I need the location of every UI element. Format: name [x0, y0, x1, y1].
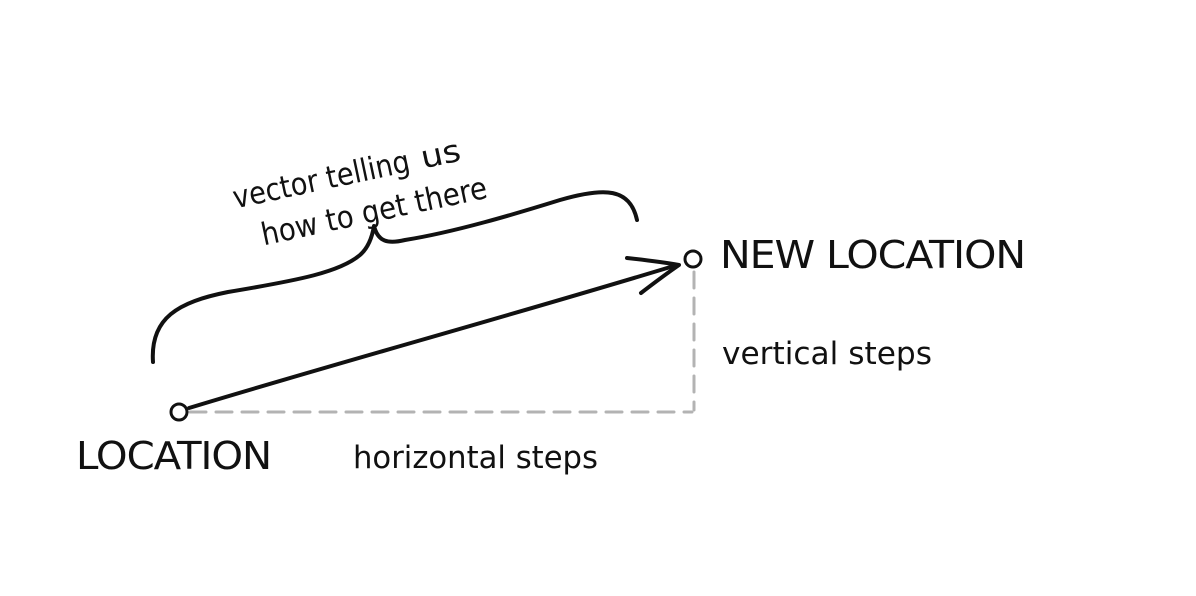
arrowhead-icon — [625, 256, 681, 295]
vertical-steps-label: vertical steps — [722, 336, 932, 372]
horizontal-steps-label: horizontal steps — [353, 440, 598, 476]
vector-annotation-us: us — [417, 133, 464, 177]
new-location-point — [683, 249, 703, 269]
new-location-label: NEW LOCATION — [720, 233, 1025, 277]
vector-annotation: vector telling us how to get there — [230, 133, 491, 253]
vector-arrow-line — [187, 263, 679, 410]
vector-brace — [150, 190, 639, 364]
location-label: LOCATION — [76, 434, 271, 478]
location-point — [169, 402, 189, 422]
